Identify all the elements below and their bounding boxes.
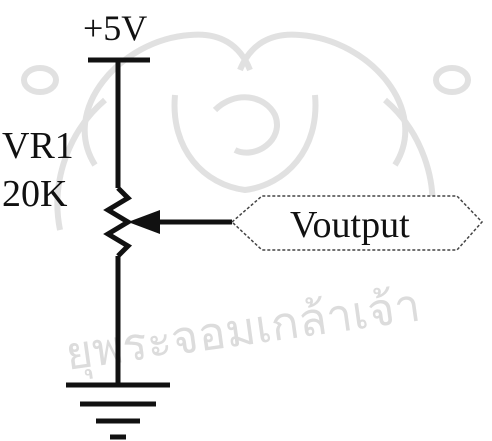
component-ref: VR1 (2, 125, 74, 167)
component-value: 20K (2, 173, 68, 215)
output-label: Voutput (290, 204, 410, 246)
ground-symbol (66, 382, 170, 440)
potentiometer-resistor (103, 186, 133, 258)
supply-label: +5V (83, 8, 147, 48)
output-connector (230, 195, 484, 251)
wiper-arrow (128, 210, 160, 234)
